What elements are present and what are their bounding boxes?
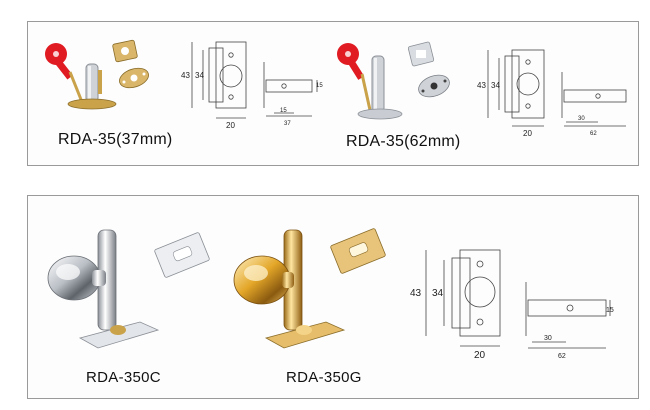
rda350-technical-drawing: 43 34 20 15 30 62 [410,249,614,361]
dim-side-height: 15 [606,307,614,314]
base-plate-icon [357,108,403,120]
rda350c-lock-image [47,229,210,349]
rda350g-lock-image [233,228,386,349]
product-label-rda35-37mm: RDA-35(37mm) [58,131,173,148]
rda35-62mm-lock-image [337,41,450,120]
dim-height-outer: 43 [477,81,486,90]
dim-width: 20 [523,129,532,138]
dim-side-width-outer: 62 [558,353,566,360]
dim-height-outer: 43 [410,288,422,299]
product-label-rda350c: RDA-350C [86,369,161,386]
dim-side-width-inner: 30 [544,335,552,342]
product-label-rda350g: RDA-350G [286,369,362,386]
rda35-37mm-lock-image [45,39,149,110]
rda35-37mm-technical-drawing: 43 34 20 15 15 37 [181,41,323,130]
base-plate-icon [67,98,117,110]
dim-width: 20 [474,350,486,361]
lock-barrel-icon [371,55,385,113]
dim-side-width-inner: 30 [578,116,585,122]
product-label-rda35-62mm: RDA-35(62mm) [346,133,461,150]
lock-barrel-icon [85,63,99,103]
rda35-62mm-technical-drawing: 43 34 20 30 62 [477,49,627,138]
dim-height-inner: 34 [195,71,204,80]
dim-height-inner: 34 [432,288,444,299]
dim-side-width-inner: 15 [280,108,287,114]
dim-side-height: 15 [316,83,323,89]
thumb-knob-icon [233,255,291,305]
dim-height-inner: 34 [491,81,500,90]
dim-side-width-outer: 62 [590,131,597,137]
dim-height-outer: 43 [181,71,190,80]
dim-side-width-outer: 37 [284,121,291,127]
product-panel-rda350 [27,195,639,399]
dim-width: 20 [226,121,235,130]
